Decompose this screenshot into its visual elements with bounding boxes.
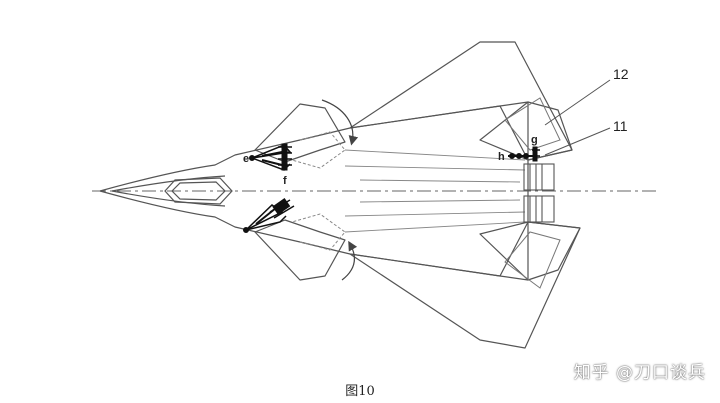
- upper-tail-fin: [479, 101, 573, 161]
- lower-tail-fin: [479, 221, 581, 281]
- label-11: 11: [613, 118, 628, 134]
- upper-flap: [504, 97, 561, 151]
- label-12: 12: [613, 66, 629, 82]
- upper-rotation-arrow: [321, 99, 359, 146]
- lower-flap: [504, 231, 561, 289]
- label-g: g: [531, 134, 538, 146]
- leader-line-12: [544, 79, 611, 126]
- lower-canard-dashed: [291, 213, 346, 251]
- lower-main-wing: [349, 221, 581, 349]
- lower-actuator-mechanism: [243, 198, 295, 233]
- lower-rotation-arrow: [341, 240, 358, 281]
- upper-main-wing: [349, 41, 573, 161]
- upper-actuator-mechanism: [249, 143, 292, 171]
- label-h: h: [498, 151, 505, 163]
- lower-canard: [254, 219, 346, 281]
- cockpit-canopy: [164, 177, 233, 205]
- label-f: f: [283, 175, 287, 187]
- fuselage-internal-lines: [344, 149, 526, 233]
- label-e: e: [243, 153, 249, 165]
- watermark: 知乎 @刀口谈兵: [573, 363, 706, 383]
- engine-nozzles: [523, 163, 555, 223]
- leader-line-11: [544, 127, 611, 156]
- figure-caption: 图10: [345, 384, 375, 399]
- tail-mechanism: [508, 146, 540, 162]
- upper-canard-dashed: [291, 131, 346, 169]
